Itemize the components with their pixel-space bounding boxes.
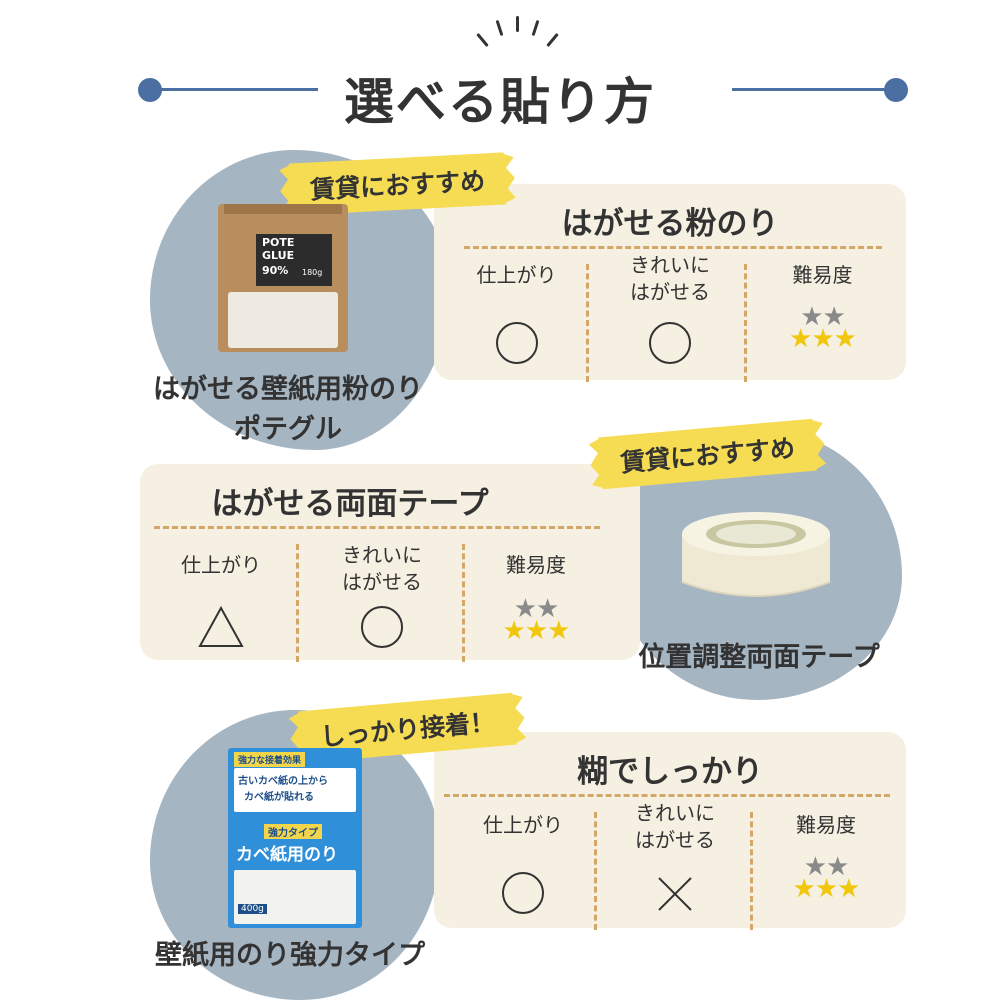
col-label-line: きれいに <box>342 543 422 567</box>
triangle-icon <box>198 605 244 647</box>
col-label: 仕上がり <box>483 813 563 837</box>
card-divider <box>444 794 890 797</box>
col-label: 仕上がり <box>476 263 557 287</box>
caption-line: はがせる壁紙用粉のり <box>153 374 423 405</box>
glue-bag-icon: POTE GLUE 90% 180g <box>218 204 348 352</box>
col-label-line: はがせる <box>342 570 422 594</box>
card-title: はがせる粉のり <box>561 206 779 242</box>
pkg-text: 180g <box>302 268 323 277</box>
glue-package-icon: 強力な接着効果 古いカベ紙の上から カベ紙が貼れる 強力タイプ カベ紙用のり 4… <box>228 748 362 928</box>
sparkle-icon <box>531 19 540 37</box>
star-yellow-icon: ★★★ <box>789 324 857 354</box>
col-removable: きれいに はがせる <box>302 542 462 662</box>
product-caption: はがせる壁紙用粉のり ポテグル <box>148 370 428 450</box>
star-yellow-icon: ★★★ <box>792 874 861 904</box>
col-removable: きれいに はがせる <box>594 253 746 382</box>
card-divider <box>154 526 600 529</box>
col-label: 難易度 <box>792 263 853 287</box>
pkg-text: 90% <box>262 264 289 277</box>
col-separator <box>586 264 589 382</box>
col-separator <box>296 544 299 662</box>
card-divider <box>464 246 882 249</box>
product-caption: 位置調整両面テープ <box>638 642 880 673</box>
col-label-line: はがせる <box>630 280 710 304</box>
caption-line: ポテグル <box>234 414 342 445</box>
pkg-text: GLUE <box>262 249 295 262</box>
circle-icon <box>495 322 538 364</box>
col-label: きれいに はがせる <box>302 542 462 596</box>
star-yellow-icon: ★★★ <box>502 616 571 646</box>
col-label-line: きれいに <box>630 253 710 277</box>
pkg-text: カベ紙用のり <box>236 845 338 865</box>
section2-card: はがせる両面テープ 仕上がり きれいに はがせる 難易度 ★★ ★★★ <box>140 464 640 662</box>
col-difficulty: 難易度 ★★ ★★★ <box>470 544 602 662</box>
col-separator <box>462 544 465 662</box>
header-left-line <box>150 88 318 91</box>
col-separator <box>750 812 753 930</box>
header-right-dot <box>884 78 908 102</box>
circle-icon <box>649 322 691 364</box>
section1-card: はがせる粉のり 仕上がり きれいに はがせる 難易度 ★★ ★★★ <box>434 184 906 382</box>
col-label: きれいに はがせる <box>594 252 746 306</box>
col-finish: 仕上がり <box>444 263 589 382</box>
header-right-line <box>732 88 892 91</box>
pkg-text: 古いカベ紙の上から <box>238 776 328 787</box>
product-caption: 壁紙用のり強力タイプ <box>155 940 425 971</box>
sparkle-icon <box>476 32 489 48</box>
circle-icon <box>502 872 544 914</box>
card-title: はがせる両面テープ <box>211 486 489 522</box>
col-difficulty: 難易度 ★★ ★★★ <box>756 812 896 930</box>
col-separator <box>594 812 597 930</box>
cross-icon <box>658 877 692 911</box>
pkg-text: POTE <box>262 236 295 249</box>
card-title: 糊でしっかり <box>577 754 763 790</box>
star-gray-icon: ★★ <box>803 852 850 882</box>
pkg-badge: 強力な接着効果 <box>234 752 306 767</box>
pkg-text: 強力タイプ <box>264 824 322 839</box>
pkg-text: 400g <box>238 904 267 914</box>
col-separator <box>744 264 747 382</box>
col-label-line: はがせる <box>635 828 715 852</box>
star-gray-icon: ★★ <box>513 594 560 624</box>
sparkle-icon <box>546 32 559 48</box>
sparkle-icon <box>516 16 519 32</box>
col-finish: 仕上がり <box>448 812 598 930</box>
col-difficulty: 難易度 ★★ ★★★ <box>750 263 895 382</box>
tape-roll-icon <box>681 512 831 597</box>
col-label-line: きれいに <box>635 801 715 825</box>
col-label: 難易度 <box>506 553 566 577</box>
col-removable: きれいに はがせる <box>600 801 750 930</box>
page-title: 選べる貼り方 <box>344 73 656 131</box>
star-gray-icon: ★★ <box>800 302 846 332</box>
sparkle-icon <box>495 19 504 37</box>
col-label: 難易度 <box>796 813 856 837</box>
section3-card: 糊でしっかり 仕上がり きれいに はがせる 難易度 ★★ ★★★ <box>434 732 906 930</box>
circle-icon <box>361 606 403 648</box>
col-finish: 仕上がり <box>146 544 296 662</box>
pkg-text: カベ紙が貼れる <box>244 792 314 803</box>
col-label: 仕上がり <box>181 553 261 577</box>
col-label: きれいに はがせる <box>600 800 750 854</box>
